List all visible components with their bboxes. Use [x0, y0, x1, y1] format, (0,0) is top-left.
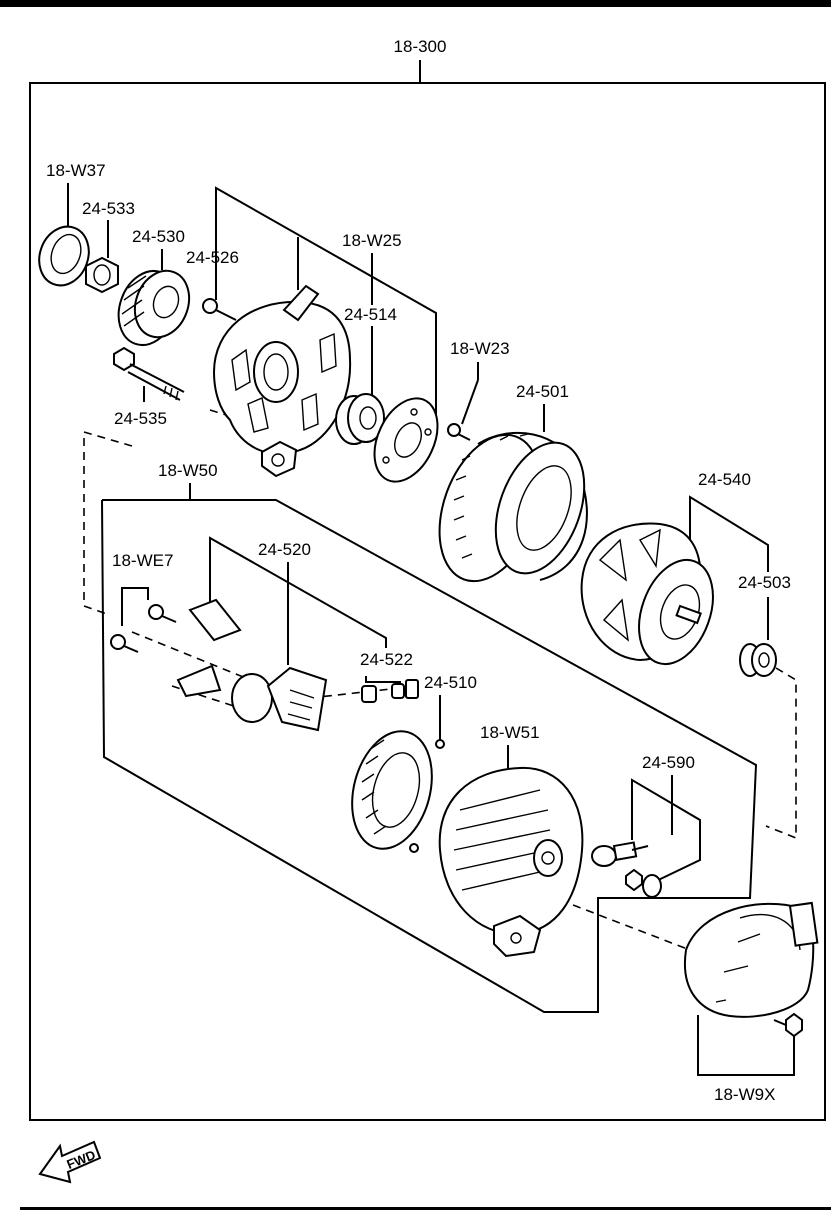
bottom-rule	[20, 1207, 831, 1210]
housing-bolt-part	[202, 298, 237, 321]
rectifier-part	[351, 730, 445, 853]
cover-screw-part	[773, 1012, 803, 1038]
stator-screw-part	[447, 423, 471, 441]
front-bearing-part	[335, 393, 385, 445]
pulley-nut-part	[85, 256, 119, 294]
label-24-526: 24-526	[186, 248, 239, 267]
front-housing-part	[212, 284, 352, 478]
assembly-frame	[29, 82, 826, 1121]
label-18-W37: 18-W37	[46, 161, 106, 180]
label-24-503: 24-503	[738, 573, 791, 592]
label-24-514: 24-514	[344, 305, 397, 324]
stator-part	[438, 431, 588, 583]
regulator-bolts-part	[110, 604, 177, 653]
bearing-plate-part	[373, 397, 439, 483]
label-18-W51: 18-W51	[480, 723, 540, 742]
label-18-W50: 18-W50	[158, 461, 218, 480]
label-18-WE7: 18-WE7	[112, 551, 173, 570]
label-24-540: 24-540	[698, 470, 751, 489]
rear-bearing-part	[739, 643, 777, 677]
label-24-533: 24-533	[82, 199, 135, 218]
label-18-W9X: 18-W9X	[714, 1085, 775, 1104]
label-18-W25: 18-W25	[342, 231, 402, 250]
brush-set-part	[361, 679, 419, 703]
label-24-510: 24-510	[424, 673, 477, 692]
fwd-label: FWD	[64, 1147, 97, 1172]
label-24-535: 24-535	[114, 409, 167, 428]
rear-cover-part	[683, 901, 819, 1018]
pulley-part	[117, 269, 191, 346]
rear-housing-part	[438, 766, 584, 958]
label-24-590: 24-590	[642, 753, 695, 772]
label-24-520: 24-520	[258, 540, 311, 559]
label-18-W23: 18-W23	[450, 339, 510, 358]
top-rule	[0, 0, 831, 7]
through-bolt-part	[113, 346, 185, 401]
label-24-530: 24-530	[132, 227, 185, 246]
pulley-cap-part	[38, 225, 90, 287]
voltage-regulator-part	[176, 598, 328, 732]
label-24-522: 24-522	[360, 650, 413, 669]
label-18-300: 18-300	[394, 37, 447, 56]
fwd-arrow-icon: FWD	[38, 1140, 102, 1184]
terminal-part	[591, 841, 662, 898]
label-24-501: 24-501	[516, 382, 569, 401]
rotor-part	[580, 522, 714, 666]
